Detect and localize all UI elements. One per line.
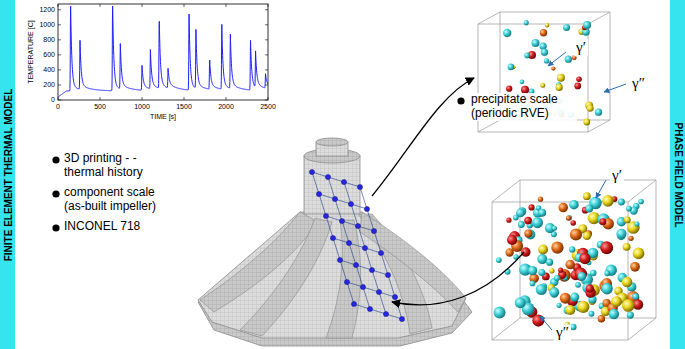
title-band: FINITE ELEMENT THERMAL MODEL (0, 0, 15, 349)
bullet-text: component scale (as-built impeller) (64, 186, 176, 214)
bullet-text: INCONEL 718 (64, 220, 176, 234)
axis-tick: 0 (56, 103, 60, 111)
axis-tick: 400 (43, 66, 55, 74)
band-title: FINITE ELEMENT THERMAL MODEL (2, 88, 13, 261)
phase-label: γ″ (554, 324, 571, 341)
axis-tick: 1000 (39, 21, 55, 29)
axis-tick: 0 (51, 96, 55, 104)
phase-label: γ″ (630, 75, 647, 92)
axis-tick: 1500 (176, 103, 192, 111)
phase-label: γ′ (610, 167, 624, 184)
bullet-text: 3D printing - - thermal history (64, 152, 176, 180)
axis-tick: 800 (43, 36, 55, 44)
axis-tick: 600 (43, 51, 55, 59)
bullet-dots (52, 97, 464, 231)
axis-tick: 500 (94, 103, 106, 111)
axis-tick: 2000 (218, 103, 234, 111)
axis-tick: 1200 (39, 6, 55, 14)
phase-label: γ′ (574, 39, 588, 56)
axis-tick: 200 (43, 81, 55, 89)
axis-tick: 1000 (134, 103, 150, 111)
axis-tick: 2500 (260, 103, 276, 111)
temperature-plot (58, 4, 268, 100)
axis-title: TIME [s] (150, 113, 176, 121)
bullet-text: precipitate scale (periodic RVE) (469, 93, 577, 121)
band-title: PHASE FIELD MODEL (672, 122, 683, 227)
title-band: PHASE FIELD MODEL (670, 0, 685, 349)
axis-title: TEMPERATURE [C] (27, 20, 35, 83)
impeller (198, 138, 472, 346)
